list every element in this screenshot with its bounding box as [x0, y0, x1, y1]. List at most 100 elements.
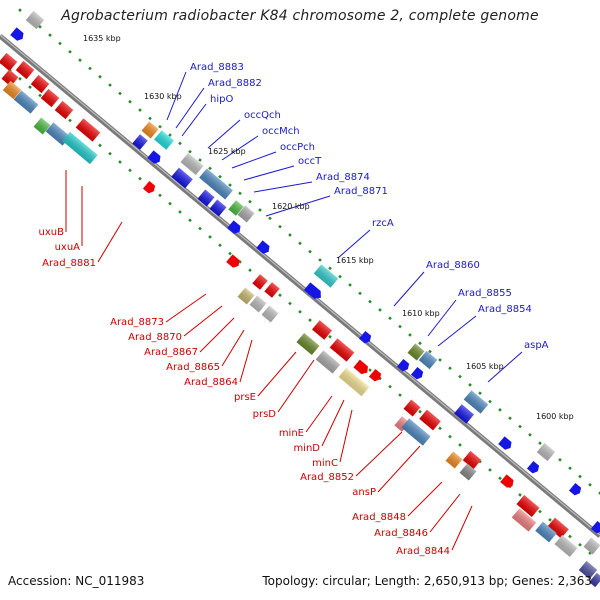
ruler-tick [268, 216, 272, 221]
reverse-gene-label[interactable]: minC [312, 458, 338, 469]
gene-shading [536, 442, 556, 462]
gene-shading [228, 200, 244, 216]
forward-gene-label[interactable]: hipO [210, 94, 233, 105]
forward-leader-line [207, 119, 241, 149]
gene-feature[interactable] [353, 359, 370, 377]
ruler-tick [238, 191, 242, 196]
forward-gene-label[interactable]: occT [298, 156, 322, 167]
backbone-line [0, 34, 600, 538]
reverse-gene-label[interactable]: ansP [352, 487, 376, 498]
reverse-leader-line [377, 445, 421, 493]
reverse-gene-label[interactable]: uxuB [39, 227, 65, 238]
ruler-tick [418, 341, 422, 346]
reverse-leader-line [355, 431, 403, 477]
gene-feature[interactable] [568, 482, 583, 497]
reverse-gene-label[interactable]: uxuA [55, 242, 81, 253]
forward-gene-label[interactable]: occQch [244, 110, 281, 121]
reverse-leader-line [407, 481, 443, 517]
forward-gene-label[interactable]: Arad_8854 [478, 304, 532, 315]
ruler-tick [248, 199, 252, 204]
reverse-gene-label[interactable]: Arad_8864 [184, 377, 238, 388]
reverse-gene-label[interactable]: Arad_8865 [166, 362, 220, 373]
accession-text: Accession: NC_011983 [8, 574, 145, 588]
ruler-tick [508, 416, 512, 421]
ruler-tick [178, 141, 182, 146]
gene-feature[interactable] [526, 460, 541, 475]
gene-shading [2, 80, 22, 100]
forward-gene-label[interactable]: Arad_8855 [458, 288, 512, 299]
reverse-gene-label[interactable]: Arad_8873 [110, 317, 164, 328]
gene-feature[interactable] [590, 520, 600, 535]
reverse-gene-label[interactable]: Arad_8852 [300, 472, 354, 483]
gene-shading [62, 131, 98, 165]
ruler-tick [188, 218, 192, 223]
forward-leader-line [166, 71, 187, 121]
gene-shading [141, 121, 159, 139]
reverse-gene-label[interactable]: minE [279, 428, 304, 439]
ruler-tick [518, 493, 522, 497]
forward-leader-line [427, 299, 457, 337]
ruler-tick [438, 426, 442, 431]
gene-shading [0, 52, 18, 72]
gene-feature[interactable] [498, 436, 514, 451]
gene-feature[interactable] [368, 368, 383, 383]
ruler-tick [288, 233, 292, 237]
ruler-tick [38, 93, 42, 98]
reverse-gene-label[interactable]: Arad_8881 [42, 258, 96, 269]
ruler-tick [458, 443, 462, 447]
reverse-gene-label[interactable]: minD [293, 443, 320, 454]
ruler-tick [208, 235, 212, 239]
reverse-gene-label[interactable]: Arad_8870 [128, 332, 182, 343]
gene-shading [535, 521, 557, 543]
reverse-gene-label[interactable]: Arad_8867 [144, 347, 198, 358]
ruler-tick [358, 291, 362, 296]
reverse-gene-label[interactable]: prsE [234, 392, 256, 403]
reverse-gene-label[interactable]: prsD [253, 409, 277, 420]
ruler-label: 1635 kbp [83, 34, 121, 43]
reverse-gene-label[interactable]: Arad_8846 [374, 528, 428, 539]
gene-shading [296, 332, 320, 356]
gene-feature[interactable] [227, 220, 243, 235]
gene-feature[interactable] [410, 366, 425, 381]
forward-gene-label[interactable]: Arad_8860 [426, 260, 480, 271]
ruler-tick [108, 151, 112, 156]
gene-feature[interactable] [10, 27, 26, 42]
forward-gene-label[interactable]: Arad_8882 [208, 78, 262, 89]
ruler-tick [578, 542, 582, 547]
reverse-leader-line [257, 351, 297, 397]
gene-shading [338, 367, 370, 397]
ruler-tick [138, 108, 142, 112]
ruler-label: 1630 kbp [144, 92, 182, 101]
forward-gene-label[interactable]: occPch [280, 142, 315, 153]
forward-leader-line [175, 87, 205, 129]
gene-feature[interactable] [396, 358, 411, 373]
forward-gene-label[interactable]: occMch [262, 126, 300, 137]
forward-gene-label[interactable]: Arad_8871 [334, 186, 388, 197]
reverse-leader-line [451, 505, 473, 551]
gene-feature[interactable] [500, 474, 516, 489]
forward-gene-label[interactable]: Arad_8874 [316, 172, 370, 183]
gene-feature[interactable] [226, 254, 242, 269]
ruler-tick [148, 116, 152, 121]
gene-feature[interactable] [303, 282, 324, 301]
reverse-leader-line [221, 329, 245, 367]
gene-shading [454, 404, 474, 424]
ruler-tick [278, 224, 282, 229]
ruler-tick [388, 384, 392, 389]
gene-feature[interactable] [147, 150, 163, 165]
gene-shading [463, 390, 489, 414]
gene-feature[interactable] [256, 240, 272, 255]
ruler-tick [298, 241, 302, 246]
gene-shading [394, 416, 410, 432]
gene-feature[interactable] [142, 180, 157, 195]
forward-gene-label[interactable]: aspA [524, 340, 549, 351]
gene-feature[interactable] [358, 330, 373, 345]
forward-gene-label[interactable]: rzcA [372, 218, 394, 229]
ruler-tick [468, 383, 472, 387]
reverse-gene-label[interactable]: Arad_8848 [352, 512, 406, 523]
ruler-label: 1620 kbp [272, 202, 310, 211]
genome-summary: Topology: circular; Length: 2,650,913 bp… [262, 574, 592, 588]
forward-gene-label[interactable]: Arad_8883 [190, 62, 244, 73]
ruler-tick [498, 476, 502, 481]
reverse-gene-label[interactable]: Arad_8844 [396, 546, 450, 557]
